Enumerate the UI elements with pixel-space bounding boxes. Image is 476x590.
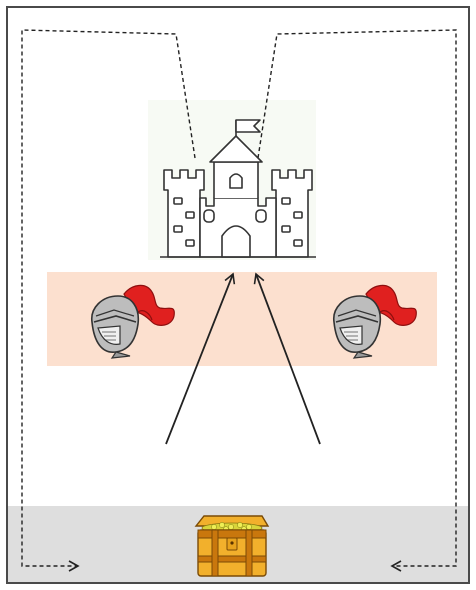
- right-direct-arrow: [253, 272, 321, 445]
- knight-helmet-icon: [91, 284, 175, 359]
- left-direct-arrow: [165, 272, 236, 445]
- right-flank-path: [257, 29, 457, 572]
- treasure-chest-icon: [194, 515, 270, 577]
- knight-helmet-icon: [333, 284, 417, 359]
- left-flank-path: [21, 29, 196, 572]
- castle-icon: [160, 119, 316, 258]
- diagram-frame: [6, 6, 470, 584]
